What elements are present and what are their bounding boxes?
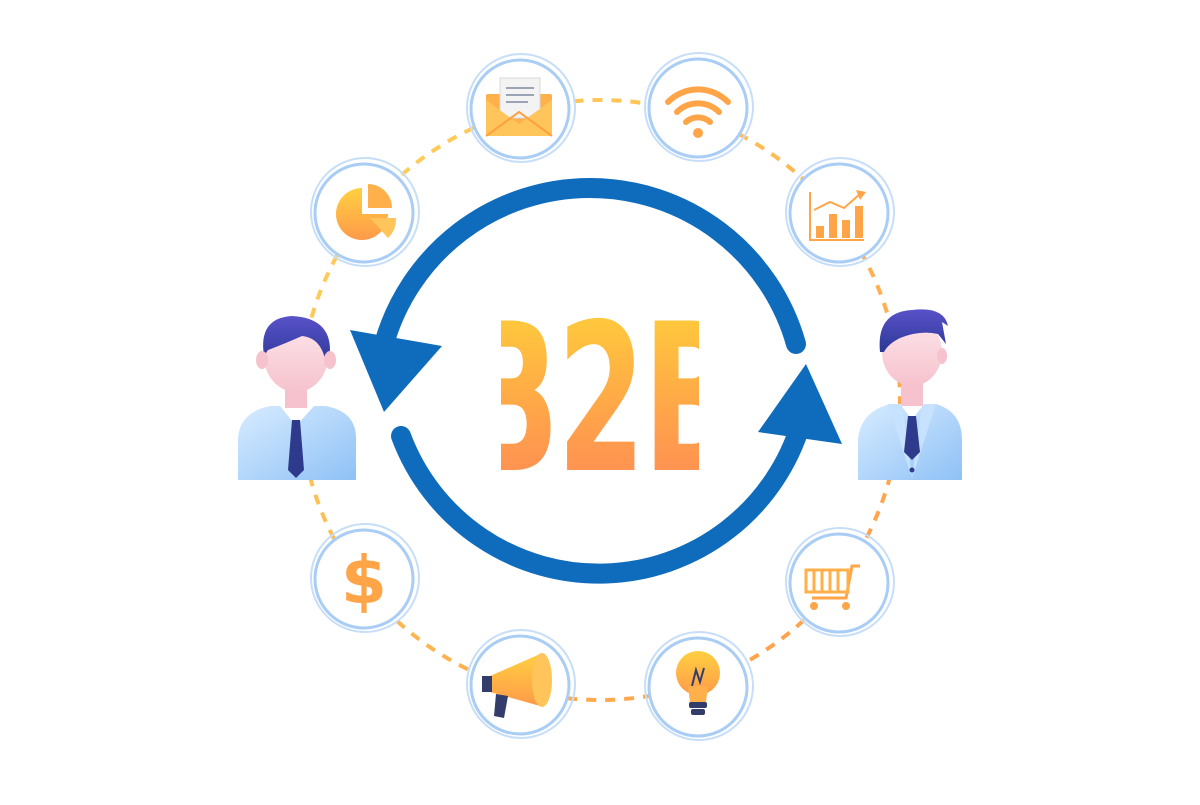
b2b-title: B2B <box>462 280 740 519</box>
cycle-arrow-bottom <box>391 413 811 584</box>
businessman-right <box>858 309 962 480</box>
shopping-cart-icon <box>785 527 895 637</box>
pie-chart-icon <box>310 157 420 267</box>
email-icon <box>466 53 576 163</box>
dollar-icon: $ <box>310 523 420 633</box>
businessman-left <box>238 316 356 480</box>
cycle-arrow-top <box>374 177 806 354</box>
light-bulb-icon <box>644 631 754 741</box>
dollar-symbol: $ <box>341 542 387 619</box>
cycle-arrowhead-right <box>758 364 842 444</box>
megaphone-icon <box>466 629 576 739</box>
cycle-arrows <box>350 177 842 584</box>
outer-dashed-ring <box>298 98 902 702</box>
growth-chart-icon <box>785 157 895 267</box>
wifi-icon <box>644 52 754 162</box>
cycle-arrowhead-left <box>350 330 442 412</box>
